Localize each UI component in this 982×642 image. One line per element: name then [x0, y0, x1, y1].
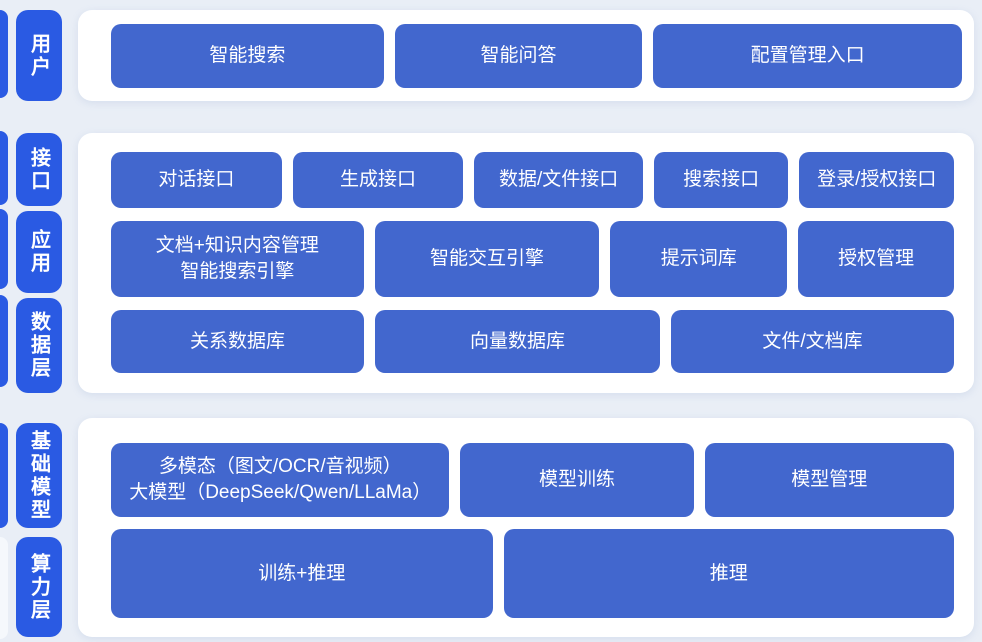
- block-training-inference: 训练+推理: [111, 529, 493, 618]
- block-data-file-api: 数据/文件接口: [474, 152, 643, 209]
- block-file-doc-store: 文件/文档库: [671, 309, 954, 373]
- platform-panel: 对话接口 生成接口 数据/文件接口 搜索接口 登录/授权接口 文档+知识内容管理…: [78, 133, 974, 393]
- model-band: 基础模型 算力层 多模态（图文/OCR/音视频） 大模型（DeepSeek/Qw…: [16, 418, 974, 637]
- cropped-edge-sliver: [0, 537, 8, 639]
- layer-label-base-model: 基础模型: [16, 423, 62, 528]
- layer-label-interface: 接口: [16, 133, 62, 207]
- block-generation-api: 生成接口: [292, 152, 464, 209]
- block-model-management: 模型管理: [704, 443, 954, 517]
- block-dialog-api: 对话接口: [111, 152, 282, 209]
- model-pill-column: 基础模型 算力层: [16, 418, 62, 637]
- platform-pill-column: 接口 应用 数据层: [16, 133, 62, 393]
- block-search-api: 搜索接口: [653, 152, 789, 209]
- block-smart-qa: 智能问答: [394, 24, 643, 88]
- block-auth-management: 授权管理: [798, 221, 954, 297]
- layer-label-data-layer: 数据层: [16, 298, 62, 393]
- block-prompt-library: 提示词库: [610, 221, 788, 297]
- user-panel: 智能搜索 智能问答 配置管理入口: [78, 10, 974, 101]
- platform-band: 接口 应用 数据层 对话接口 生成接口 数据/文件接口 搜索接口 登录/授权接口…: [16, 133, 974, 393]
- user-band: 用户 智能搜索 智能问答 配置管理入口: [16, 10, 974, 101]
- cropped-edge-sliver: [0, 423, 8, 528]
- block-interaction-engine: 智能交互引擎: [374, 221, 600, 297]
- cropped-edge-sliver: [0, 209, 8, 289]
- model-row: 多模态（图文/OCR/音视频） 大模型（DeepSeek/Qwen/LLaMa）…: [111, 443, 954, 517]
- model-panel: 多模态（图文/OCR/音视频） 大模型（DeepSeek/Qwen/LLaMa）…: [78, 418, 974, 637]
- block-vector-db: 向量数据库: [375, 309, 660, 373]
- layer-label-compute-layer: 算力层: [16, 537, 62, 637]
- compute-row: 训练+推理 推理: [111, 529, 954, 618]
- cropped-edge-sliver: [0, 131, 8, 205]
- block-doc-knowledge-search-engine: 文档+知识内容管理 智能搜索引擎: [111, 221, 364, 297]
- layer-label-user: 用户: [16, 10, 62, 101]
- block-relational-db: 关系数据库: [111, 309, 364, 373]
- block-inference: 推理: [503, 529, 954, 618]
- data-row: 关系数据库 向量数据库 文件/文档库: [111, 309, 954, 373]
- user-pill-column: 用户: [16, 10, 62, 101]
- block-model-training: 模型训练: [460, 443, 694, 517]
- block-login-auth-api: 登录/授权接口: [799, 152, 954, 209]
- block-multimodal-llm: 多模态（图文/OCR/音视频） 大模型（DeepSeek/Qwen/LLaMa）: [111, 443, 450, 517]
- layer-label-application: 应用: [16, 211, 62, 294]
- cropped-edge-sliver: [0, 295, 8, 387]
- block-config-management-entry: 配置管理入口: [653, 24, 962, 88]
- application-row: 文档+知识内容管理 智能搜索引擎 智能交互引擎 提示词库 授权管理: [111, 221, 954, 297]
- block-smart-search: 智能搜索: [111, 24, 384, 88]
- cropped-edge-sliver: [0, 10, 8, 98]
- interface-row: 对话接口 生成接口 数据/文件接口 搜索接口 登录/授权接口: [111, 152, 954, 209]
